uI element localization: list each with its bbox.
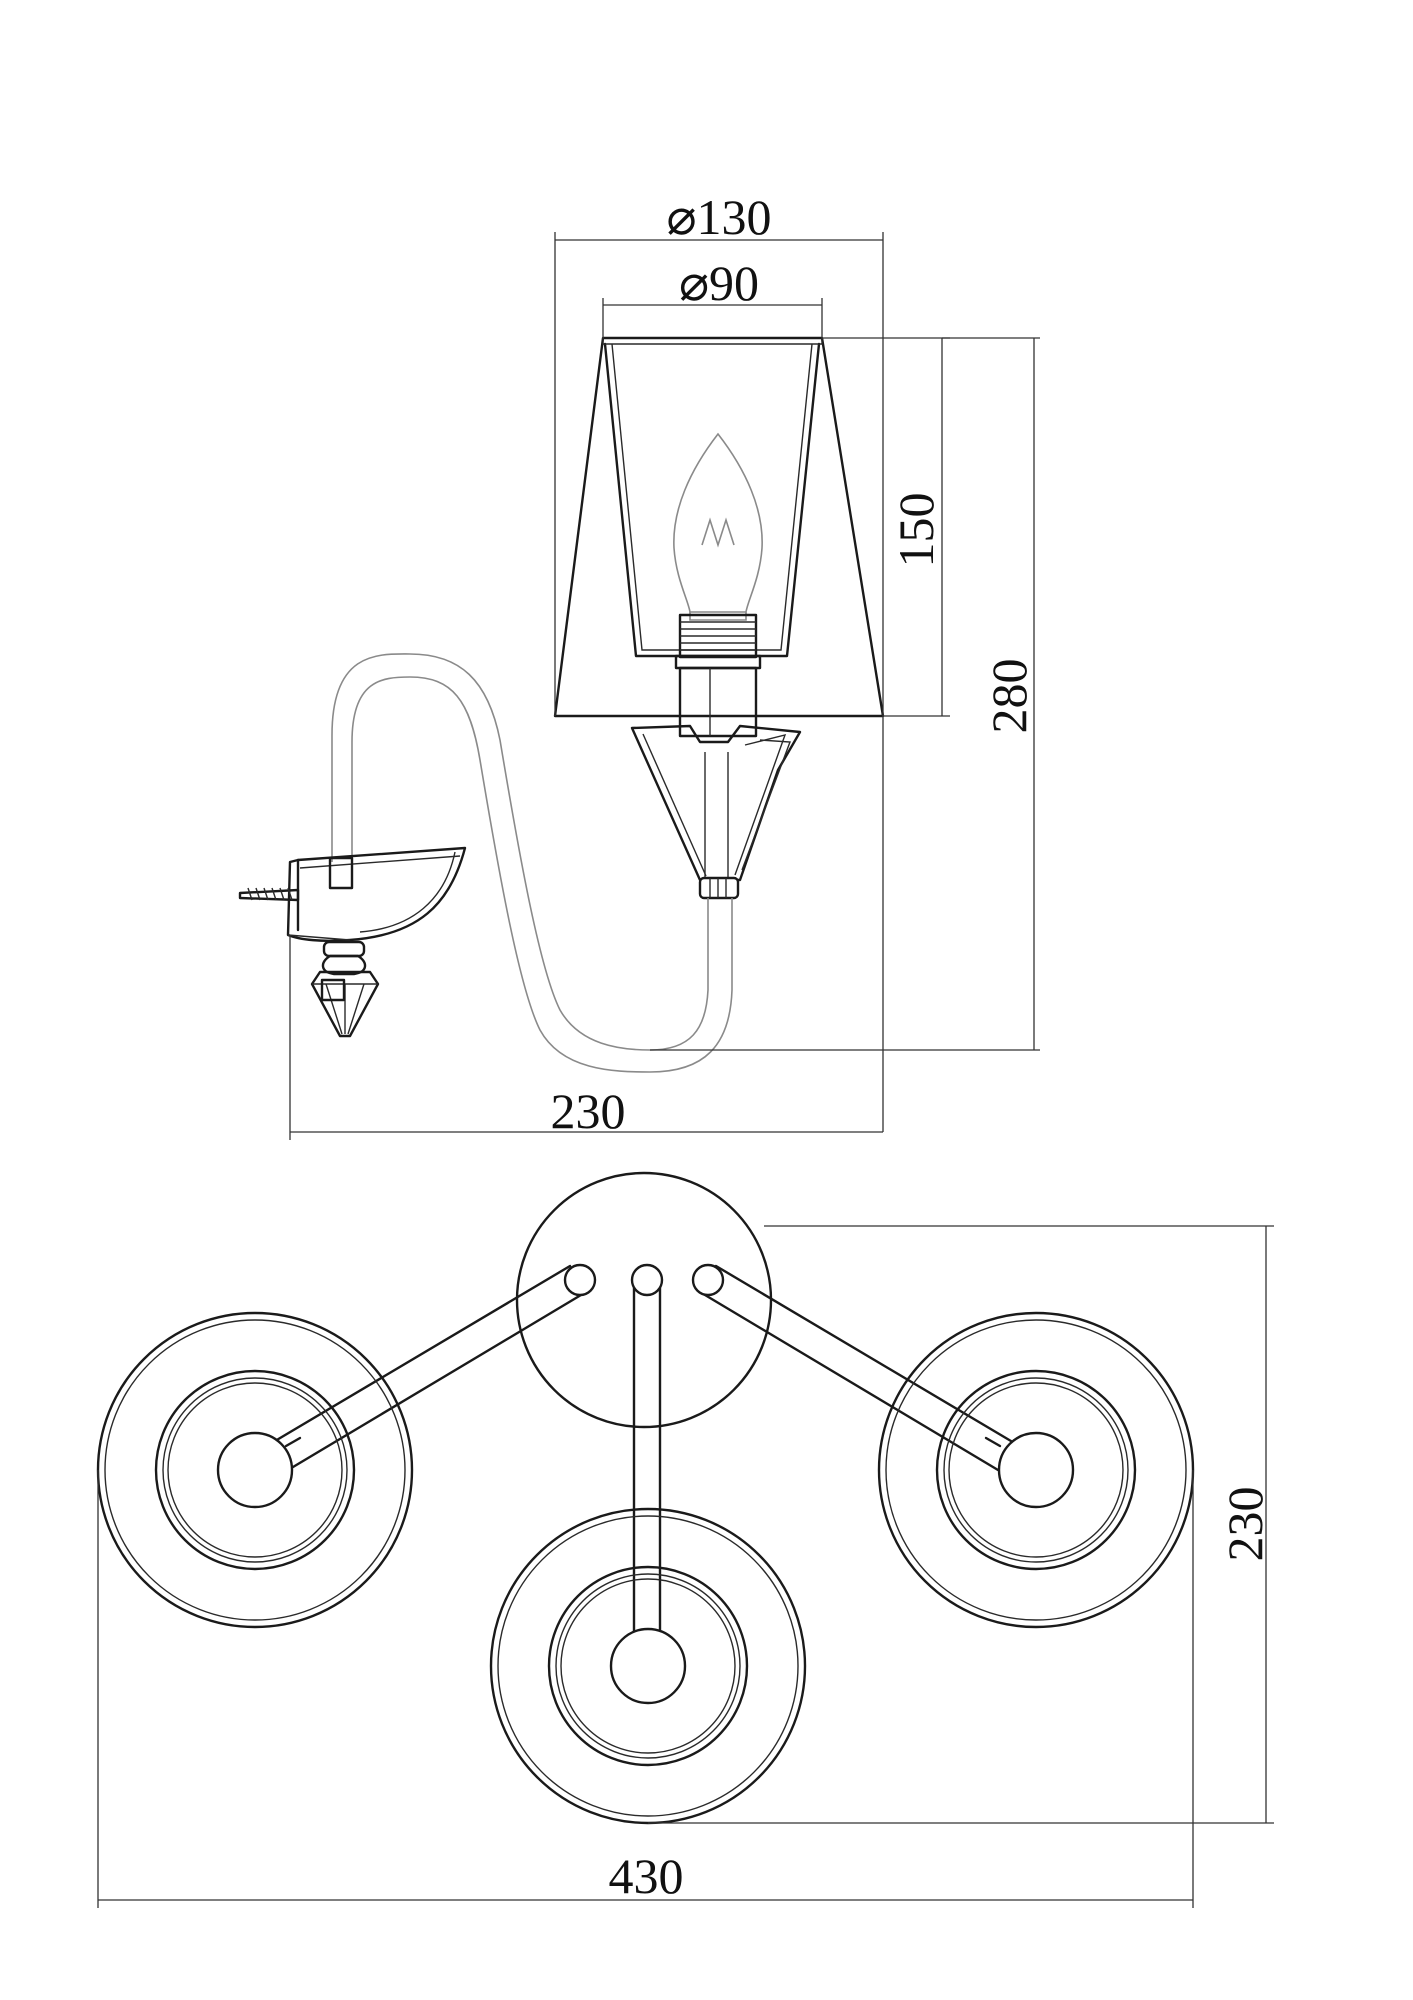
shade-right xyxy=(877,1311,1195,1629)
projection-label: 230 xyxy=(551,1083,626,1139)
shade-left xyxy=(96,1311,414,1629)
top-view: 230 430 xyxy=(96,1171,1274,1908)
backplate xyxy=(515,1171,773,1429)
top-arms xyxy=(268,1264,1018,1650)
total-height-label: 280 xyxy=(981,659,1037,734)
shade-inner-diameter-label: ⌀90 xyxy=(679,255,759,311)
screw-icon xyxy=(238,887,300,902)
side-view: ⌀130 ⌀90 150 280 230 xyxy=(238,189,1040,1140)
top-width-label: 430 xyxy=(609,1848,684,1904)
backplate-hole-right xyxy=(691,1263,725,1297)
decorative-cone xyxy=(630,724,802,900)
shade-center xyxy=(489,1507,807,1825)
lamp-shade xyxy=(553,336,885,718)
lamp-socket xyxy=(674,613,762,738)
candle-bulb xyxy=(673,432,763,621)
finial-crystal xyxy=(310,940,380,1038)
shade-outer-diameter-label: ⌀130 xyxy=(666,189,771,245)
shade-inner-frame xyxy=(603,342,821,658)
side-dimension-lines xyxy=(289,232,1040,1140)
wall-mount xyxy=(286,846,467,942)
shade-height-label: 150 xyxy=(888,493,944,568)
top-depth-label: 230 xyxy=(1217,1487,1273,1562)
top-dimension-lines xyxy=(97,1225,1274,1908)
backplate-hole-left xyxy=(563,1263,597,1297)
backplate-hole-center xyxy=(630,1263,664,1297)
